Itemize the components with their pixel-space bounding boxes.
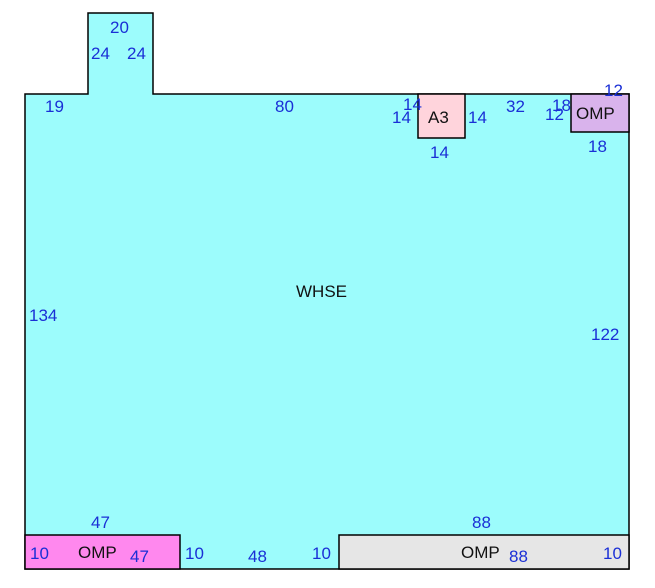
dim-left-side: 134: [29, 306, 57, 325]
dim-bottom-right-inner: 88: [509, 547, 528, 566]
dim-omp-top-left-inner: 18: [552, 96, 571, 115]
dim-omp-top-bottom: 18: [588, 137, 607, 156]
dim-top-middle: 80: [275, 97, 294, 116]
omp-bottom-right-room[interactable]: [338, 534, 630, 570]
dim-bottom-right-side: 10: [603, 544, 622, 563]
dim-right-side: 122: [591, 325, 619, 344]
dim-bump-left: 24: [91, 44, 110, 63]
dim-bump-top: 20: [110, 18, 129, 37]
dim-bottom-left-right: 10: [185, 544, 204, 563]
omp-bottom-left-label: OMP: [78, 543, 117, 562]
dim-omp-top-left-outer: 12: [545, 105, 564, 124]
dim-bottom-left-inner: 47: [130, 547, 149, 566]
omp-bottom-right-label: OMP: [461, 543, 500, 562]
dim-bottom-middle: 48: [248, 547, 267, 566]
dim-bottom-right-top: 88: [472, 513, 491, 532]
a3-label: A3: [428, 108, 449, 127]
a3-room[interactable]: [417, 93, 466, 139]
dim-top-left: 19: [45, 97, 64, 116]
dim-bottom-right-left: 10: [312, 544, 331, 563]
dim-a3-left: 14: [392, 108, 411, 127]
omp-top-right-label: OMP: [576, 104, 615, 123]
omp-bottom-left-room[interactable]: [24, 534, 181, 570]
omp-top-right-room[interactable]: [570, 93, 630, 133]
dim-bump-right: 24: [127, 44, 146, 63]
warehouse-label: WHSE: [296, 282, 347, 301]
dim-omp-top-top: 12: [604, 81, 623, 100]
dim-bottom-left-top: 47: [91, 513, 110, 532]
warehouse-area[interactable]: [24, 12, 630, 570]
dim-a3-right: 14: [468, 108, 487, 127]
dim-a3-top: 14: [403, 95, 422, 114]
dim-bottom-left-side: 10: [30, 544, 49, 563]
dim-top-between: 32: [506, 97, 525, 116]
dim-a3-bottom: 14: [430, 143, 449, 162]
